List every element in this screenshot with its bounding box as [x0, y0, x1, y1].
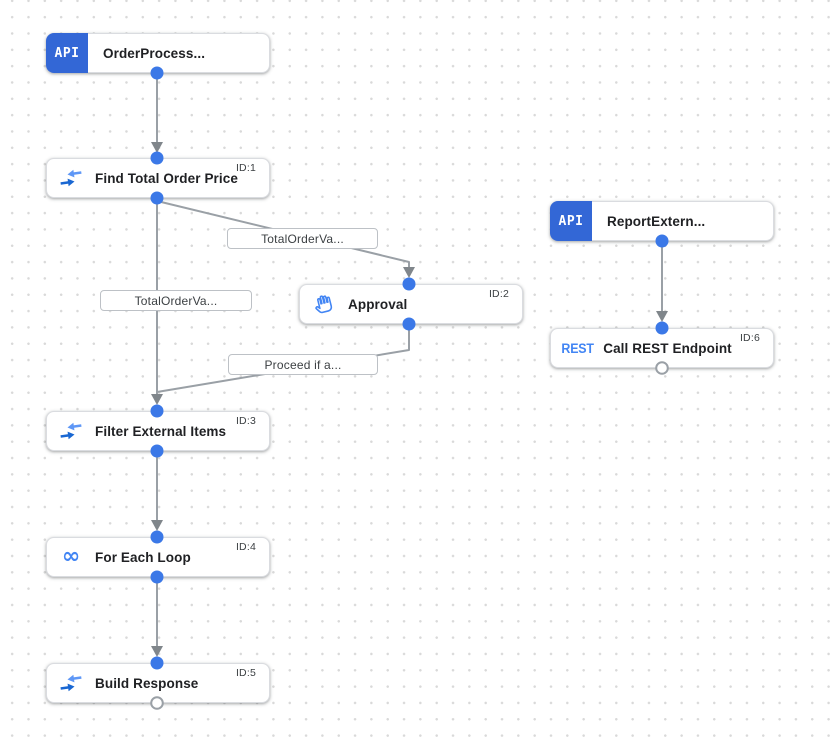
node-title: For Each Loop	[95, 549, 191, 565]
trigger-node-orderprocess[interactable]: API OrderProcess...	[46, 33, 270, 73]
task-node-approval[interactable]: ID:2 Approval	[299, 284, 523, 324]
task-node-call-rest-endpoint[interactable]: ID:6 REST Call REST Endpoint	[550, 328, 774, 368]
arrowhead-icon	[151, 520, 163, 531]
rest-icon: REST	[561, 340, 594, 356]
data-mapping-icon	[59, 419, 83, 443]
node-title: ReportExtern...	[607, 213, 706, 229]
arrowhead-icon	[403, 267, 415, 278]
data-mapping-icon	[59, 671, 83, 695]
task-node-for-each-loop[interactable]: ID:4 ∞ For Each Loop	[46, 537, 270, 577]
node-title: Call REST Endpoint	[603, 340, 732, 356]
arrowhead-icon	[151, 142, 163, 153]
node-title: Filter External Items	[95, 423, 227, 439]
task-node-build-response[interactable]: ID:5 Build Response	[46, 663, 270, 703]
trigger-node-reportextern[interactable]: API ReportExtern...	[550, 201, 774, 241]
edge-label-proceed-if[interactable]: Proceed if a...	[228, 354, 378, 375]
edge-label-total-order-value-approval[interactable]: TotalOrderVa...	[227, 228, 378, 249]
edge-label-total-order-value-filter[interactable]: TotalOrderVa...	[100, 290, 252, 311]
data-mapping-icon	[59, 166, 83, 190]
api-trigger-icon: API	[550, 201, 592, 241]
node-title: Approval	[348, 296, 408, 312]
edge-label-text: Proceed if a...	[264, 357, 342, 372]
hand-icon	[312, 292, 336, 316]
edge-label-text: TotalOrderVa...	[134, 293, 218, 308]
task-id-badge: ID:4	[235, 541, 256, 553]
task-id-badge: ID:2	[488, 288, 509, 300]
task-id-badge: ID:3	[235, 415, 256, 427]
task-id-badge: ID:6	[739, 332, 760, 344]
task-id-badge: ID:5	[235, 667, 256, 679]
node-title: OrderProcess...	[103, 45, 206, 61]
infinity-icon: ∞	[61, 544, 81, 569]
api-trigger-icon: API	[46, 33, 88, 73]
arrowhead-icon	[151, 646, 163, 657]
edge-label-text: TotalOrderVa...	[261, 231, 344, 246]
task-node-find-total-order-price[interactable]: ID:1 Find Total Order Price	[46, 158, 270, 198]
task-id-badge: ID:1	[235, 162, 256, 174]
node-title: Build Response	[95, 675, 199, 691]
arrowhead-icon	[656, 311, 668, 322]
node-title: Find Total Order Price	[95, 170, 238, 186]
arrowhead-icon	[151, 394, 163, 405]
task-node-filter-external-items[interactable]: ID:3 Filter External Items	[46, 411, 270, 451]
